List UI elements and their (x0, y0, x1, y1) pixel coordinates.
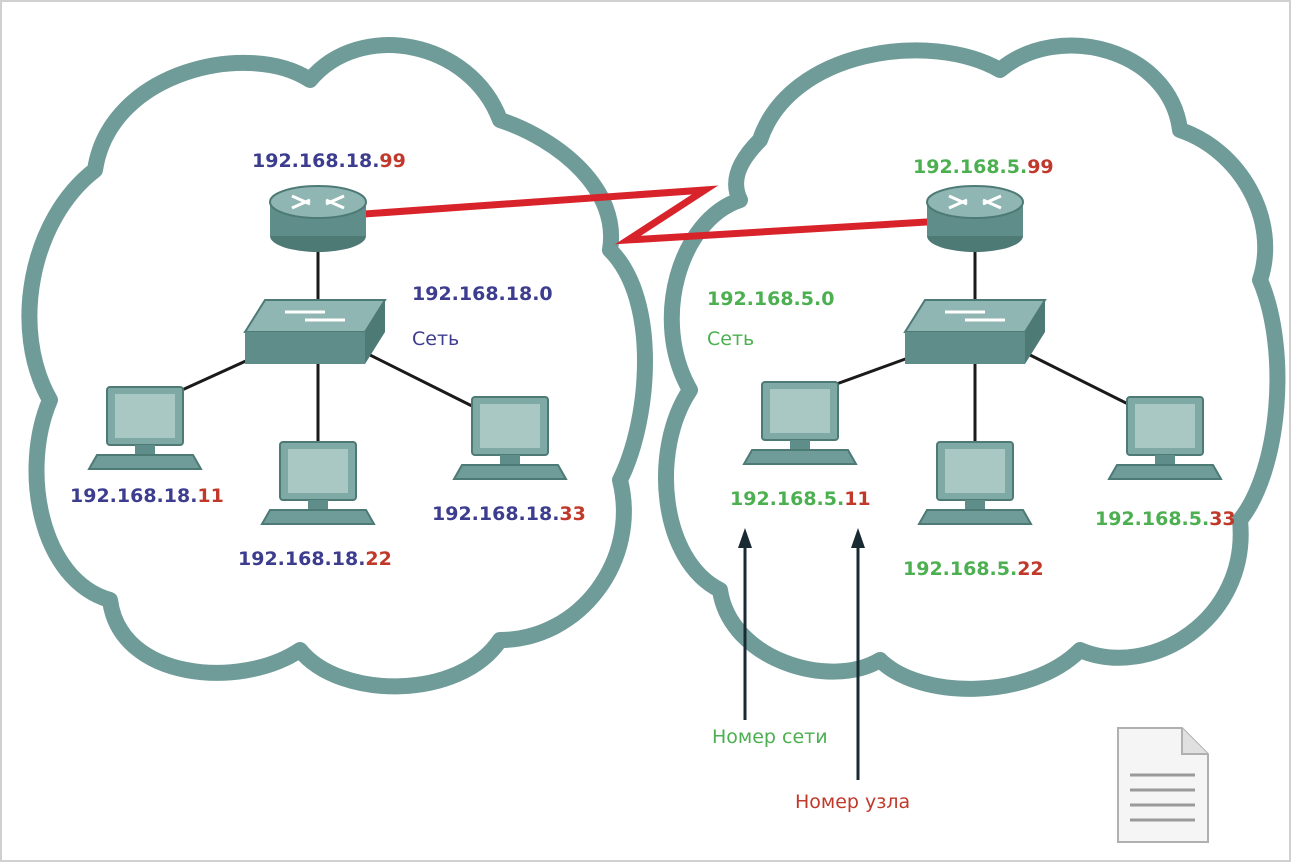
left-pc-1-ip: 192.168.18.11 (70, 485, 224, 507)
left-pc-2-ip: 192.168.18.22 (238, 548, 392, 570)
right-network-address: 192.168.5.0 (707, 288, 834, 310)
wan-link (349, 185, 961, 245)
right-pc-3-ip: 192.168.5.33 (1095, 508, 1236, 530)
host-number-arrow (851, 528, 865, 780)
right-network-word: Сеть (707, 328, 754, 350)
document-icon[interactable] (1117, 727, 1209, 843)
right-pc-2-ip: 192.168.5.22 (903, 558, 1044, 580)
right-router-icon[interactable] (925, 184, 1025, 254)
left-router-icon[interactable] (268, 184, 368, 254)
right-switch-icon[interactable] (903, 298, 1047, 366)
left-router-ip: 192.168.18.99 (252, 150, 406, 172)
left-network-address: 192.168.18.0 (412, 283, 553, 305)
right-pc-1-ip: 192.168.5.11 (730, 488, 871, 510)
left-pc-3-ip: 192.168.18.33 (432, 503, 586, 525)
right-network-cloud (658, 37, 1286, 697)
left-network-cloud (21, 37, 653, 695)
left-switch-icon[interactable] (243, 298, 387, 366)
right-router-ip: 192.168.5.99 (913, 156, 1054, 178)
host-number-label: Номер узла (795, 791, 910, 813)
network-number-label: Номер сети (712, 726, 828, 748)
left-network-word: Сеть (412, 328, 459, 350)
network-number-arrow (738, 528, 752, 720)
